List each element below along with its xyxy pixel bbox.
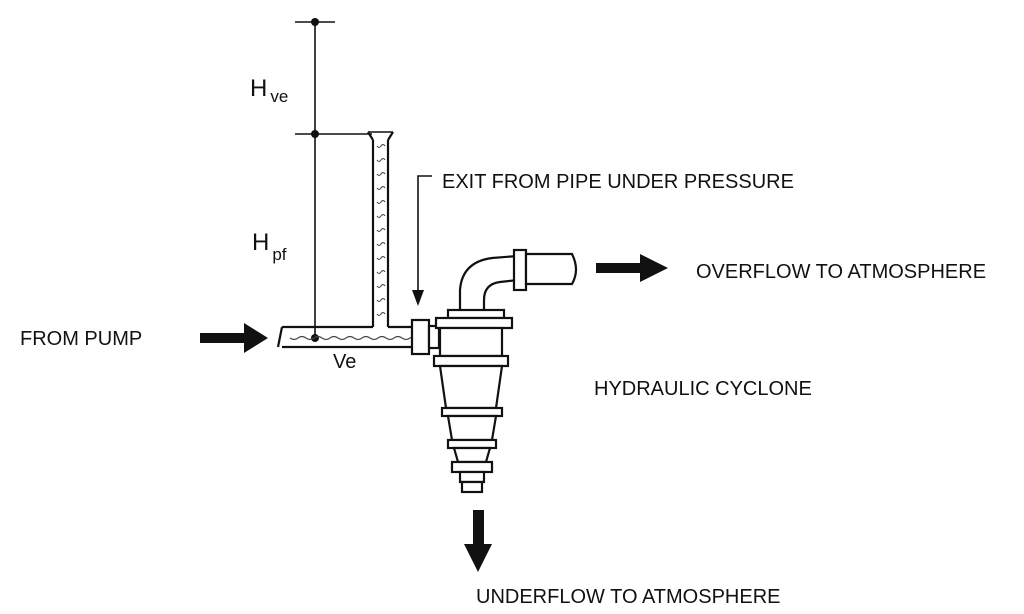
overflow-arrow [596,254,668,282]
from-pump-label: FROM PUMP [20,328,142,350]
exit-pipe-label: EXIT FROM PIPE UNDER PRESSURE [442,171,794,193]
exit-pipe-arrow [412,175,432,306]
height-dimension [295,18,372,342]
underflow-label: UNDERFLOW TO ATMOSPHERE [476,586,780,608]
cyclone-body [432,248,578,494]
standpipe [367,131,394,327]
overflow-label: OVERFLOW TO ATMOSPHERE [696,261,986,283]
underflow-arrow [464,510,492,572]
feed-pipe [276,318,441,356]
from-pump-arrow [200,323,268,353]
ve-label: Ve [333,351,356,373]
cyclone-label: HYDRAULIC CYCLONE [594,378,812,400]
